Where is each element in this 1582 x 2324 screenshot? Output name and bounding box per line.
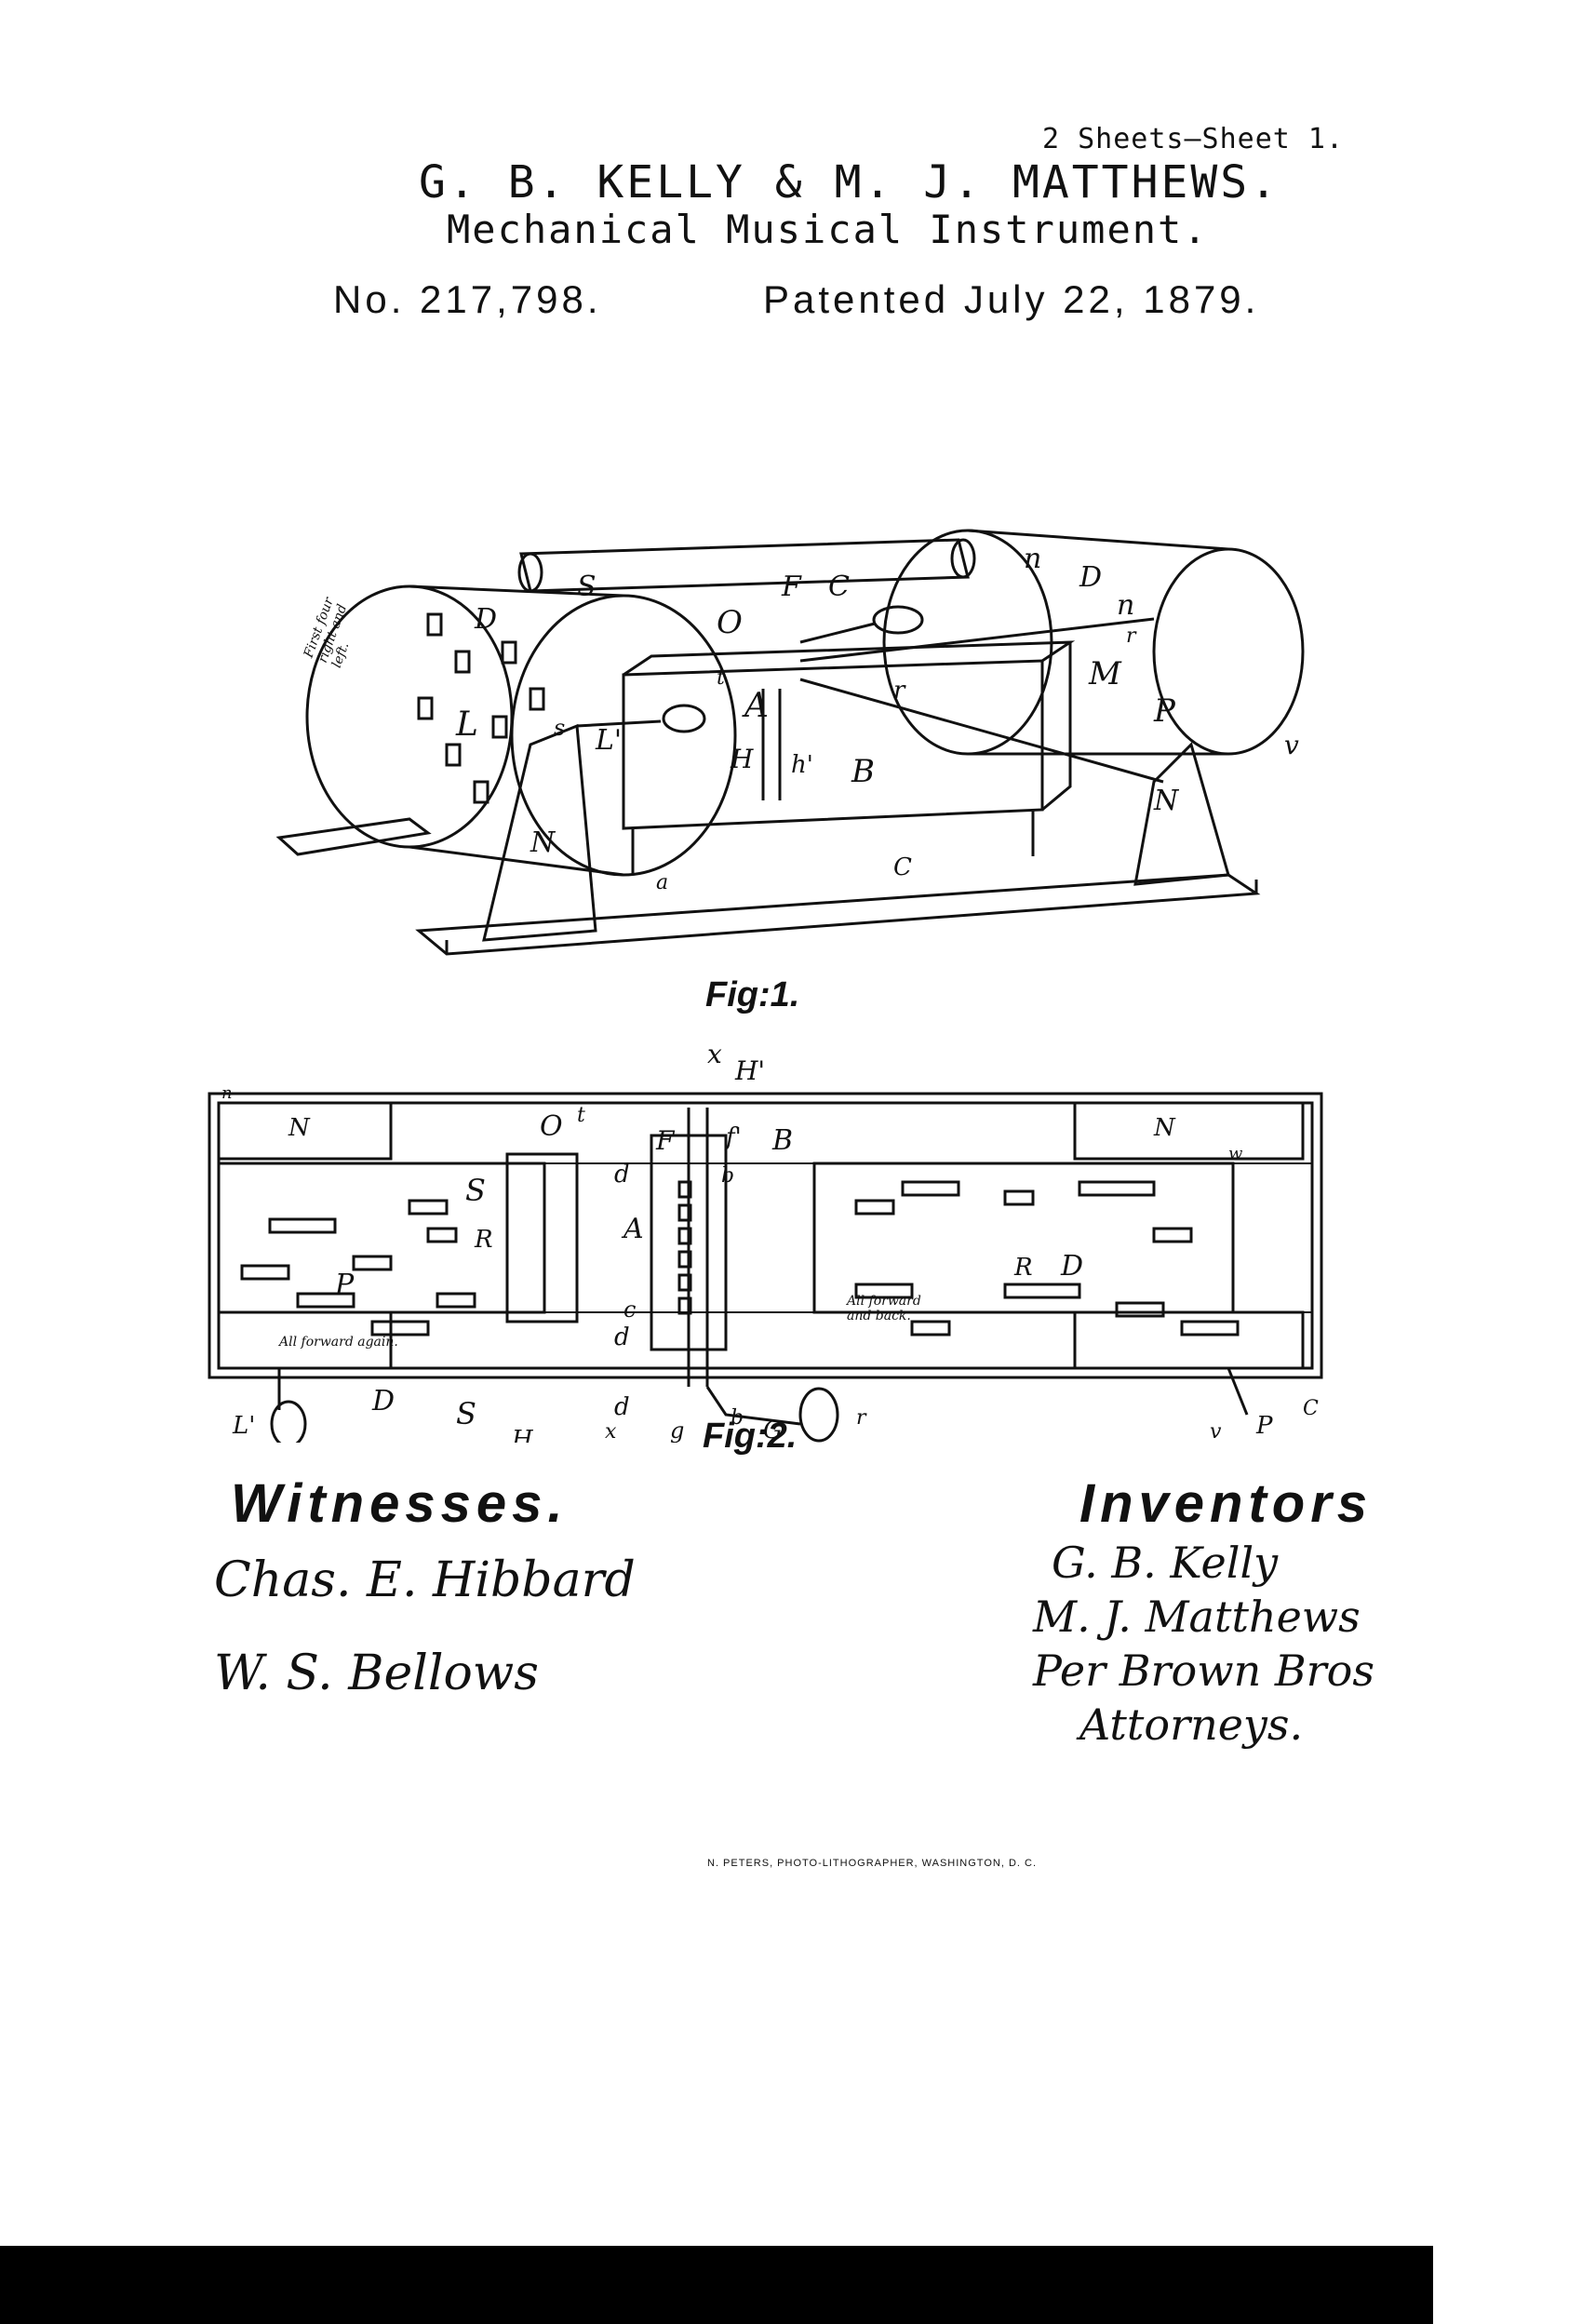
svg-text:C: C — [1303, 1397, 1319, 1420]
svg-text:d: d — [614, 1161, 630, 1189]
fig2-note-right: All forward and back. — [847, 1294, 921, 1323]
svg-text:S: S — [577, 571, 597, 603]
svg-text:b: b — [721, 1164, 734, 1188]
svg-text:t: t — [577, 1104, 585, 1127]
svg-text:P: P — [1255, 1412, 1273, 1440]
printer-credit: N. PETERS, PHOTO-LITHOGRAPHER, WASHINGTO… — [707, 1858, 1037, 1869]
svg-text:H: H — [511, 1426, 534, 1443]
svg-text:O: O — [717, 604, 743, 641]
figure-1-drawing: n D S O F C n D n M P v L s L' A H h' B … — [275, 529, 1305, 956]
svg-text:S: S — [465, 1173, 486, 1208]
svg-text:r: r — [856, 1406, 867, 1430]
svg-text:L': L' — [232, 1412, 255, 1440]
svg-text:A: A — [742, 687, 769, 725]
svg-text:b: b — [731, 1406, 744, 1430]
svg-text:M: M — [1088, 655, 1122, 692]
patent-number: No. 217,798. — [333, 277, 602, 321]
inventors-names: G. B. KELLY & M. J. MATTHEWS. — [419, 156, 1280, 208]
svg-text:n: n — [1117, 589, 1134, 622]
svg-text:A: A — [621, 1213, 644, 1245]
patent-subject: Mechanical Musical Instrument. — [447, 207, 1209, 252]
svg-text:B: B — [851, 753, 875, 790]
svg-text:H: H — [730, 744, 754, 774]
figure-2-drawing: x H' O t F f' B N N w S d b A R P R D c … — [208, 1042, 1323, 1443]
patent-date: Patented July 22, 1879. — [763, 277, 1260, 321]
svg-text:w: w — [1228, 1144, 1243, 1163]
svg-text:g: g — [670, 1417, 684, 1443]
svg-text:D: D — [474, 603, 497, 636]
svg-text:N: N — [530, 826, 556, 859]
figure-2-label: Fig:2. — [703, 1417, 798, 1456]
svg-text:H': H' — [734, 1055, 765, 1086]
svg-text:L: L — [455, 705, 478, 744]
witnesses-heading: Witnesses. — [231, 1473, 569, 1534]
svg-text:C: C — [893, 853, 912, 881]
svg-text:F: F — [655, 1125, 676, 1156]
attorneys-label: Attorneys. — [1079, 1699, 1304, 1750]
svg-text:t: t — [717, 666, 725, 690]
svg-text:F: F — [781, 571, 802, 603]
svg-text:r: r — [1126, 625, 1137, 648]
inventor-signature-1: G. B. Kelly — [1052, 1538, 1279, 1588]
scan-border — [0, 2246, 1433, 2324]
svg-text:O: O — [540, 1110, 563, 1143]
svg-text:R: R — [1013, 1254, 1033, 1282]
svg-text:L': L' — [595, 724, 622, 757]
svg-text:d: d — [614, 1393, 630, 1421]
svg-text:c: c — [623, 1296, 636, 1323]
svg-text:S: S — [456, 1396, 476, 1431]
svg-text:f': f' — [724, 1123, 742, 1151]
inventor-signature-2: M. J. Matthews — [1033, 1592, 1361, 1642]
svg-text:r: r — [893, 677, 906, 705]
svg-text:h': h' — [791, 751, 813, 779]
svg-text:s: s — [554, 715, 565, 741]
figure-1-label: Fig:1. — [705, 975, 800, 1014]
svg-text:P: P — [1153, 692, 1176, 730]
svg-text:P: P — [334, 1269, 355, 1301]
svg-text:x: x — [707, 1042, 722, 1069]
svg-text:a: a — [656, 871, 668, 894]
svg-text:B: B — [771, 1124, 793, 1157]
svg-text:G: G — [763, 1417, 783, 1443]
inventors-heading: Inventors — [1079, 1473, 1374, 1534]
svg-text:R: R — [474, 1226, 493, 1254]
svg-text:v: v — [1210, 1420, 1222, 1443]
svg-text:D: D — [1060, 1250, 1083, 1283]
fig2-note-left: All forward again. — [279, 1335, 398, 1350]
svg-text:n: n — [1024, 543, 1041, 575]
witness-signature-1: Chas. E. Hibbard — [214, 1552, 636, 1608]
svg-text:N: N — [1153, 785, 1180, 817]
witness-signature-2: W. S. Bellows — [214, 1646, 539, 1701]
svg-text:D: D — [1079, 561, 1102, 594]
svg-text:N: N — [1153, 1114, 1176, 1142]
sheet-info: 2 Sheets—Sheet 1. — [1042, 123, 1345, 155]
svg-text:C: C — [828, 571, 850, 603]
svg-text:D: D — [371, 1385, 395, 1417]
svg-text:n: n — [221, 1083, 233, 1103]
svg-text:x: x — [605, 1420, 617, 1443]
svg-text:v: v — [1284, 730, 1299, 760]
svg-text:d: d — [614, 1323, 630, 1351]
attorney-signature: Per Brown Bros — [1033, 1646, 1374, 1696]
svg-text:N: N — [288, 1114, 311, 1142]
